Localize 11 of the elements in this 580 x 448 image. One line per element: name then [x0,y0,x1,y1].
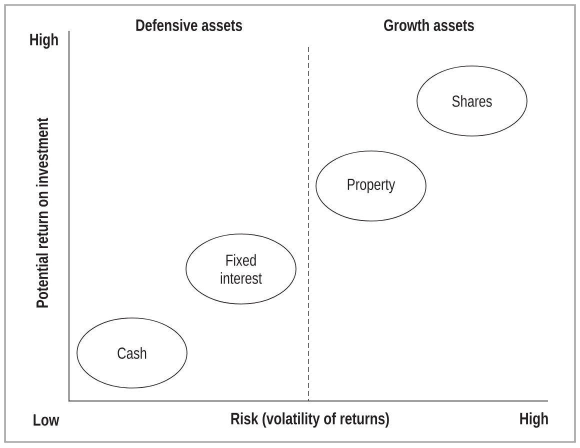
oval-label: Fixed interest [186,234,296,304]
axis-end-label: High [520,412,548,428]
column-heading: Defensive assets [136,18,242,32]
axis-title: Risk (volatility of returns) [231,412,389,428]
oval-label: Property [316,150,426,222]
axis-title: Potential return on investment [36,118,48,308]
axis-end-label: Low [34,414,60,426]
oval-label: Shares [416,66,528,136]
axis-end-label: High [30,33,58,49]
column-heading: Growth assets [384,18,474,32]
oval-label: Cash [76,318,188,388]
